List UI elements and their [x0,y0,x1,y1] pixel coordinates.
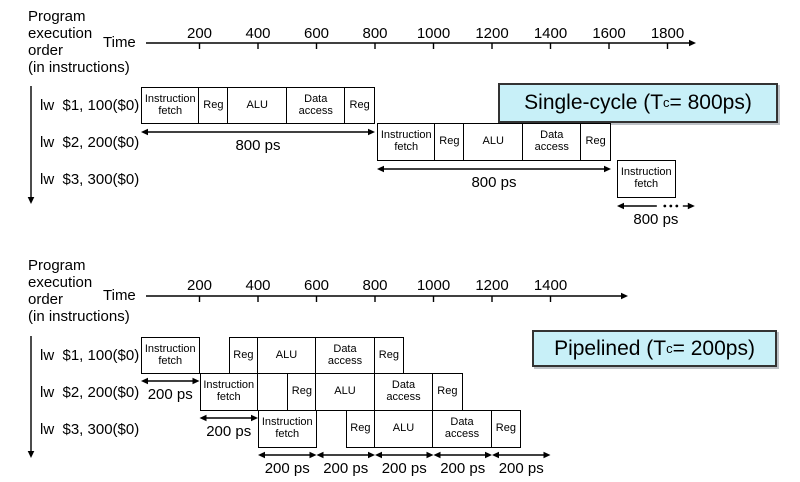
duration-label: 200 ps [498,460,544,477]
header-line: (in instructions) [28,308,130,325]
title-text: = 800ps) [669,91,752,114]
single-cycle-time-axis [146,39,696,49]
stage-data-access: Data access [373,372,434,411]
stage-alu: ALU [256,337,317,374]
stage-reg: Reg [373,337,405,374]
duration-label: 200 ps [440,460,486,477]
axis-tick-label: 200 [186,25,213,42]
axis-tick-label: 400 [245,277,271,294]
stage-alu: ALU [315,372,375,411]
duration-arrow [199,414,258,422]
axis-tick-label: 600 [303,277,330,294]
instruction-label: lw $1, 100($0) [40,97,140,114]
stage-reg: Reg [198,87,229,124]
duration-label: 800 ps [235,137,281,154]
duration-arrow [316,451,375,459]
header-line: execution [28,25,93,42]
stage-reg: Reg [287,372,317,411]
stage-alu: ALU [463,122,524,161]
program-execution-header-single: Program execution order (in instructions… [28,8,130,76]
duration-arrow [258,451,317,459]
stage-reg: Reg [345,409,375,448]
duration-label: 800 ps [471,174,517,191]
stage-reg: Reg [432,372,463,411]
axis-tick-label: 600 [303,25,330,42]
stage-data-access: Data access [285,87,346,124]
axis-tick-label: 400 [245,25,271,42]
duration-label: 800 ps [633,211,679,228]
axis-tick-label: 800 [362,25,388,42]
axis-tick-label: 1400 [533,277,568,294]
duration-label: 200 ps [381,460,427,477]
header-line: execution [28,274,93,291]
header-line: order [28,42,64,59]
axis-tick-label: 1400 [533,25,568,42]
header-line: Program [28,257,86,274]
axis-tick-label: 200 [186,277,213,294]
stage-instruction-fetch: Instruction fetch [141,87,200,124]
axis-tick-label: 1200 [475,25,509,42]
duration-arrow [617,202,695,210]
stage-data-access: Data access [315,337,375,374]
axis-tick-label: 1800 [650,25,685,42]
stage-alu: ALU [373,409,434,448]
duration-label: 200 ps [206,423,252,440]
axis-tick-label: 1200 [475,277,509,294]
time-axis-label-single: Time [103,34,136,51]
duration-arrow [141,377,200,385]
axis-tick-label: 1600 [592,25,626,42]
duration-arrow [141,128,375,136]
title-text: Single-cycle (T [524,91,664,114]
stage-reg: Reg [434,122,465,161]
pipelined-execution-order-arrow [27,336,35,458]
stage-reg: Reg [580,122,611,161]
stage-alu: ALU [227,87,288,124]
stage-reg: Reg [344,87,375,124]
stage-data-access: Data access [432,409,492,448]
instruction-label: lw $2, 200($0) [40,134,140,151]
axis-tick-label: 800 [362,277,388,294]
program-execution-header-pipelined: Program execution order (in instructions… [28,257,130,325]
stage-instruction-fetch: Instruction fetch [258,409,317,448]
axis-tick-label: 1000 [416,25,451,42]
axis-tick-label: 1000 [416,277,451,294]
duration-arrow [377,165,611,173]
duration-label: 200 ps [147,386,193,403]
header-line: order [28,291,64,308]
duration-arrow [492,451,551,459]
title-text: = 200ps) [672,336,755,360]
stage-data-access: Data access [521,122,582,161]
stage-instruction-fetch: Instruction fetch [377,122,436,161]
header-line: (in instructions) [28,59,130,76]
stage-instruction-fetch: Instruction fetch [199,372,258,411]
instruction-label: lw $3, 300($0) [40,171,140,188]
instruction-label: lw $3, 300($0) [40,421,140,438]
time-axis-label-pipelined: Time [103,287,136,304]
instruction-label: lw $1, 100($0) [40,347,140,364]
instruction-label: lw $2, 200($0) [40,384,140,401]
title-text: Pipelined (T [554,336,667,360]
stage-reg: Reg [490,409,522,448]
stage-reg: Reg [228,337,258,374]
stage-instruction-fetch: Instruction fetch [141,337,200,374]
duration-arrow [433,451,492,459]
duration-label: 200 ps [323,460,369,477]
header-line: Program [28,8,86,25]
pipelined-time-axis [146,292,628,302]
single-cycle-execution-order-arrow [27,86,35,204]
duration-label: 200 ps [264,460,310,477]
duration-arrow [375,451,434,459]
stage-instruction-fetch: Instruction fetch [617,159,676,198]
